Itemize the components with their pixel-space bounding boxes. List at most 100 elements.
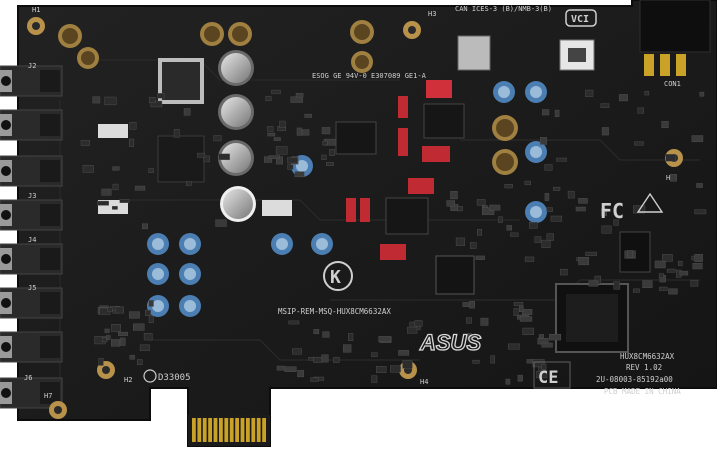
smd-part: [534, 236, 542, 243]
smd-part: [541, 363, 547, 370]
smd-part: [498, 216, 503, 223]
smd-part: [378, 336, 391, 343]
smd-part: [294, 171, 305, 178]
audio-jack: [0, 287, 63, 319]
smd-part: [148, 168, 154, 173]
fc-mark: FC: [600, 199, 624, 223]
smd-part: [541, 342, 553, 348]
gold-finger: [256, 418, 261, 442]
smd-part: [268, 155, 280, 159]
smd-part: [321, 127, 331, 135]
smd-part: [450, 191, 458, 200]
smd-part: [414, 320, 423, 327]
smd-part: [279, 120, 286, 128]
smd-part: [679, 270, 689, 276]
smd-part: [585, 251, 597, 256]
smd-part: [475, 255, 485, 260]
smd-part: [141, 223, 148, 230]
gold-finger: [213, 418, 218, 442]
smd-part: [661, 121, 669, 129]
smd-part: [145, 309, 151, 316]
smd-part: [267, 126, 274, 132]
gold-finger: [219, 418, 223, 442]
smd-part: [148, 315, 154, 324]
smd-part: [600, 103, 610, 108]
smd-part: [104, 328, 110, 333]
smd-part: [119, 199, 130, 203]
smd-part: [691, 135, 704, 143]
gold-finger: [235, 418, 239, 442]
smd-part: [173, 129, 180, 138]
red-components: [346, 80, 452, 260]
smd-part: [287, 164, 294, 170]
hole-label-h1: H1: [32, 6, 40, 14]
smd-part: [112, 166, 120, 171]
smd-part: [658, 273, 664, 279]
gold-finger: [202, 418, 207, 442]
asus-logo: ASUS: [419, 330, 481, 355]
svg-text:CE: CE: [538, 368, 558, 388]
smd-part: [273, 137, 281, 141]
smd-part: [343, 344, 352, 353]
smd-part: [129, 354, 135, 360]
smd-part: [398, 350, 410, 356]
smd-part: [466, 317, 472, 324]
smd-part: [506, 225, 512, 231]
audio-jack: [0, 109, 63, 141]
smd-part: [326, 162, 334, 166]
smd-part: [139, 344, 150, 352]
connector-label: CON1: [664, 80, 681, 88]
gold-finger: [197, 418, 202, 442]
io-header: [457, 35, 491, 71]
smd-part: [80, 140, 90, 146]
smd-part: [264, 156, 273, 163]
smd-part: [633, 288, 640, 293]
smd-part: [654, 260, 666, 269]
smd-part: [301, 129, 310, 136]
header-connector: [639, 0, 711, 53]
smd-part: [490, 355, 495, 364]
smd-part: [690, 280, 699, 287]
white-label-1: [98, 124, 128, 138]
vcci-mark: VCI: [565, 9, 597, 27]
smd-part: [313, 329, 320, 335]
smd-part: [694, 253, 703, 262]
smd-part: [578, 198, 588, 204]
smd-part: [322, 331, 330, 338]
smd-part: [578, 257, 590, 266]
smd-part: [295, 92, 304, 98]
jack-label-j3: J3: [28, 192, 36, 200]
smd-part: [371, 352, 378, 358]
smd-part: [541, 239, 551, 248]
smd-part: [390, 365, 401, 373]
smd-part: [560, 268, 568, 276]
audio-jack: [0, 331, 63, 363]
smd-part: [521, 309, 533, 315]
smd-part: [659, 286, 668, 291]
smd-part: [143, 333, 153, 341]
smd-part: [522, 327, 534, 335]
made-in-text: PCB MADE IN CHINA: [604, 387, 681, 396]
smd-part: [665, 154, 676, 162]
kc-mark: K: [323, 261, 353, 291]
smd-part: [112, 183, 119, 191]
smd-part: [321, 354, 329, 363]
smd-part: [696, 183, 703, 188]
smd-part: [333, 357, 340, 363]
smd-part: [321, 154, 327, 161]
gold-finger: [224, 418, 229, 442]
smd-part: [670, 174, 677, 182]
smd-part: [467, 333, 472, 340]
smd-part: [137, 359, 143, 366]
smd-part: [107, 307, 113, 312]
audio-codec-chip: [555, 283, 629, 353]
pcie-edge-connector: [188, 415, 270, 446]
smd-part: [544, 193, 550, 201]
smd-part: [549, 333, 562, 341]
gold-finger: [240, 418, 245, 442]
electrolytic-capacitors: [218, 50, 256, 222]
smd-part: [197, 152, 206, 158]
smd-part: [613, 219, 619, 226]
smd-part: [692, 262, 703, 270]
pcb-small-print: ESOG GE 94V-0 E307089 GE1-A: [312, 72, 427, 80]
